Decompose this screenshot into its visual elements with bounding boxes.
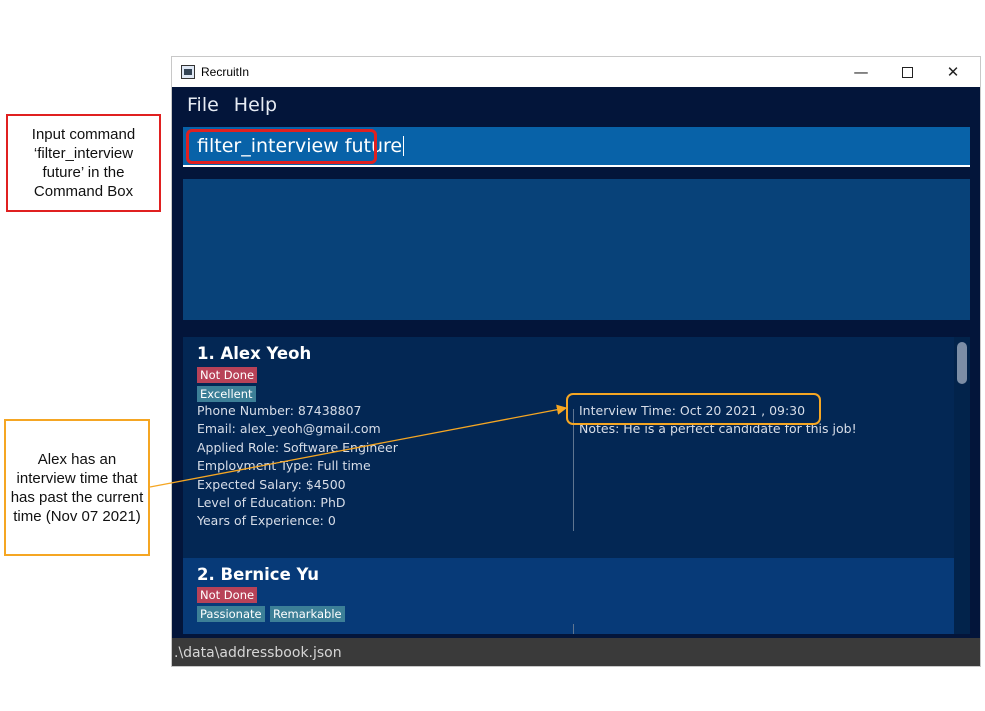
candidate-list[interactable]: 1. Alex Yeoh Not Done Excellent Phone Nu… bbox=[183, 337, 970, 634]
applied-role: Applied Role: Software Engineer bbox=[197, 439, 398, 455]
expected-salary: Expected Salary: $4500 bbox=[197, 476, 346, 492]
status-badge: Not Done bbox=[197, 367, 258, 383]
candidate-name: 2. Bernice Yu bbox=[197, 565, 320, 584]
maximize-icon[interactable] bbox=[884, 57, 930, 87]
command-highlight-box bbox=[186, 129, 377, 164]
menu-help[interactable]: Help bbox=[233, 94, 278, 116]
command-box[interactable]: filter_interview future bbox=[183, 127, 970, 167]
interview-annotation: Alex has an interview time that has past… bbox=[4, 419, 150, 556]
result-display bbox=[183, 179, 970, 320]
menu-bar: File Help bbox=[172, 87, 980, 123]
minimize-icon[interactable]: — bbox=[853, 63, 869, 81]
command-annotation-text: Input command ‘filter_interview future’ … bbox=[31, 126, 136, 200]
data-file-path: .\data\addressbook.json bbox=[174, 645, 342, 661]
column-divider bbox=[573, 409, 574, 531]
phone-number: Phone Number: 87438807 bbox=[197, 403, 362, 418]
status-bar: .\data\addressbook.json bbox=[172, 638, 980, 666]
interview-notes-column: Interview Time: Oct 20 2021 , 09:30 Note… bbox=[579, 402, 857, 439]
years-experience: Years of Experience: 0 bbox=[197, 513, 336, 529]
app-icon bbox=[181, 65, 195, 79]
window-title: RecruitIn bbox=[201, 65, 250, 79]
command-annotation: Input command ‘filter_interview future’ … bbox=[6, 114, 161, 212]
text-cursor bbox=[403, 136, 405, 156]
tag-badge: Remarkable bbox=[270, 606, 345, 622]
tag-badge: Passionate bbox=[197, 606, 265, 622]
column-divider bbox=[573, 624, 574, 634]
interview-annotation-text: Alex has an interview time that has past… bbox=[10, 450, 144, 525]
app-window: RecruitIn — ✕ File Help filter_interview… bbox=[171, 56, 981, 667]
candidate-card[interactable]: 2. Bernice Yu Not Done Passionate Remark… bbox=[183, 558, 954, 634]
title-bar: RecruitIn — ✕ bbox=[172, 57, 980, 87]
candidate-name: 1. Alex Yeoh bbox=[197, 344, 312, 363]
email: Email: alex_yeoh@gmail.com bbox=[197, 421, 381, 437]
scrollbar[interactable] bbox=[954, 337, 970, 634]
interview-highlight-box bbox=[566, 393, 821, 425]
candidate-card[interactable]: 1. Alex Yeoh Not Done Excellent Phone Nu… bbox=[183, 337, 954, 558]
tag-badge: Excellent bbox=[197, 386, 256, 402]
notes: Notes: He is a perfect candidate for thi… bbox=[579, 421, 857, 437]
command-input[interactable]: filter_interview future bbox=[197, 135, 403, 157]
close-icon[interactable]: ✕ bbox=[946, 63, 960, 81]
candidate-details: Phone Number: 87438807 Email: alex_yeoh@… bbox=[197, 402, 398, 531]
employment-type: Employment Type: Full time bbox=[197, 458, 371, 474]
status-badge: Not Done bbox=[197, 587, 258, 603]
interview-time: Interview Time: Oct 20 2021 , 09:30 bbox=[579, 403, 806, 418]
menu-file[interactable]: File bbox=[187, 94, 219, 116]
education-level: Level of Education: PhD bbox=[197, 495, 346, 511]
scrollbar-thumb[interactable] bbox=[957, 342, 967, 384]
